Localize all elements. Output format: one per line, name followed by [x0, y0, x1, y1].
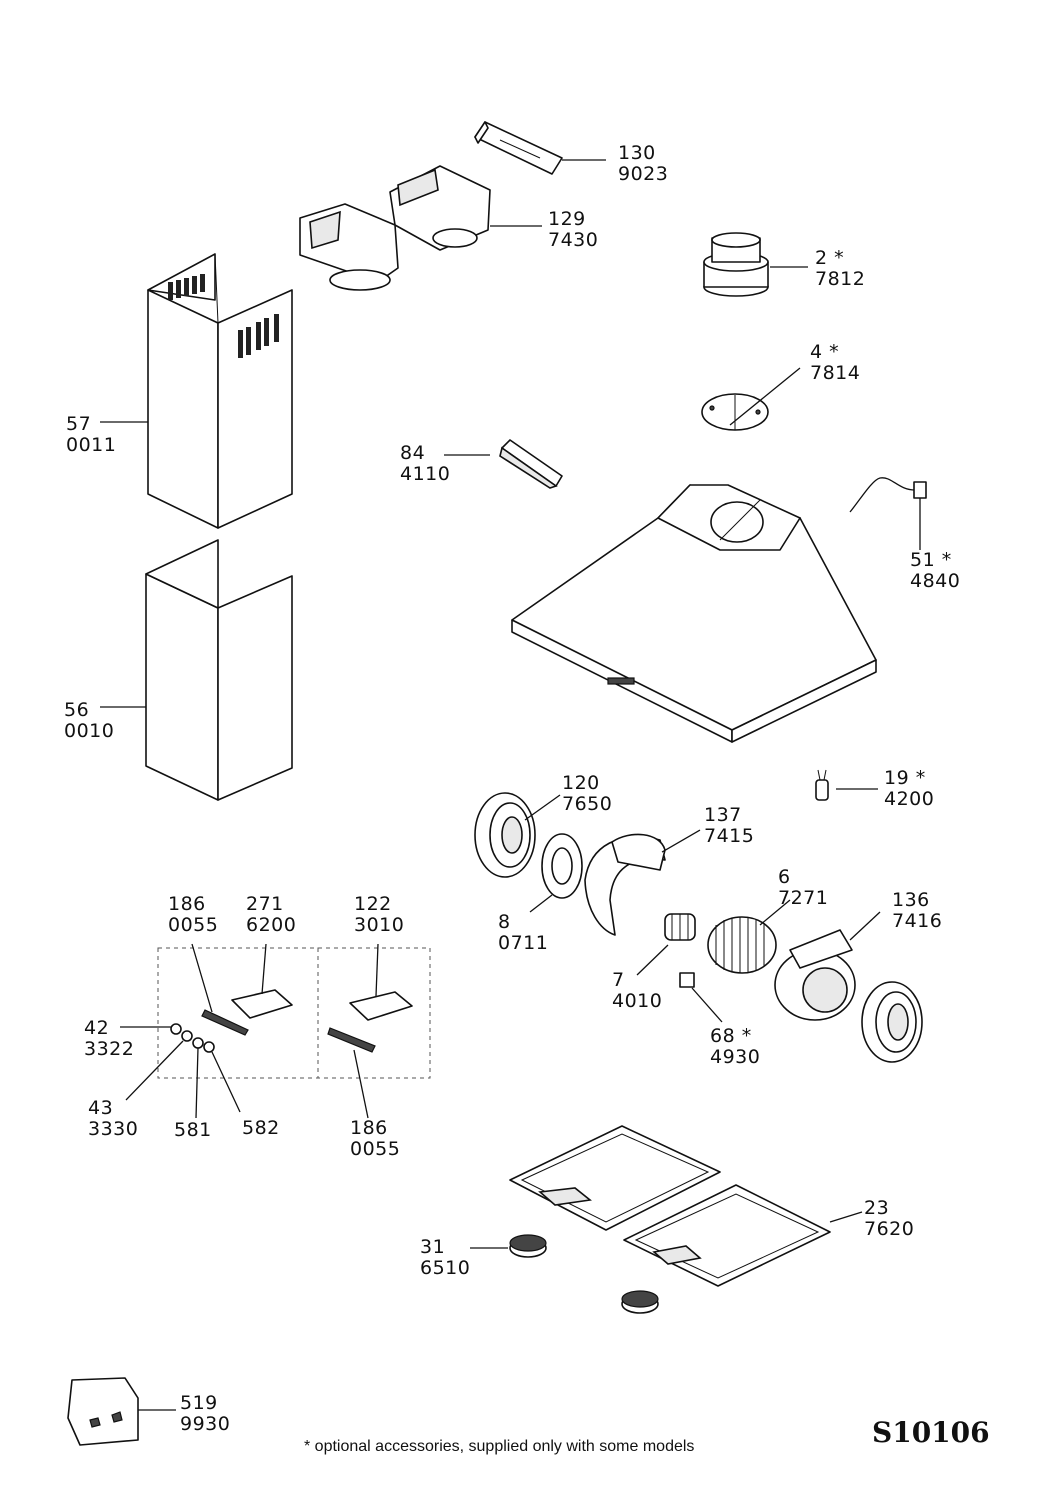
- callout-581: 581: [174, 1119, 212, 1141]
- part-lamp-19: [815, 769, 878, 801]
- part-parts-bag-519: [67, 1377, 176, 1446]
- part-grille-outlet: [861, 981, 923, 1063]
- part-bracket-130: [474, 121, 606, 175]
- callout-2: 2 *7812: [815, 247, 866, 290]
- part-motor-7: [636, 913, 696, 976]
- part-control-group: [120, 943, 431, 1119]
- part-duct-adapter-129: [299, 165, 542, 291]
- drawing-code: S10106: [872, 1416, 990, 1449]
- part-cable-51: [849, 477, 927, 550]
- part-housing-136: [774, 911, 881, 1021]
- part-capacitor-68: [679, 972, 723, 1023]
- part-upper-chimney-57: [100, 253, 293, 529]
- part-grille-120: [474, 792, 561, 878]
- callout-19: 19 *4200: [884, 767, 935, 810]
- part-collar-2: [703, 232, 808, 297]
- part-clip-84: [444, 439, 563, 489]
- part-ring-8: [529, 833, 583, 913]
- part-lower-chimney-56: [100, 539, 293, 801]
- part-valve-4: [701, 367, 801, 431]
- callout-68: 68 *4930: [710, 1025, 761, 1068]
- part-housing-137: [584, 829, 701, 936]
- footnote: * optional accessories, supplied only wi…: [304, 1438, 695, 1455]
- callout-582: 582: [242, 1117, 280, 1139]
- part-grease-filters-23: [509, 1125, 863, 1287]
- callout-51: 51 *4840: [910, 549, 961, 592]
- part-knob-31: [470, 1234, 659, 1314]
- part-hood-body: [511, 484, 877, 743]
- part-blower-6: [707, 899, 791, 974]
- callout-4: 4 *7814: [810, 341, 861, 384]
